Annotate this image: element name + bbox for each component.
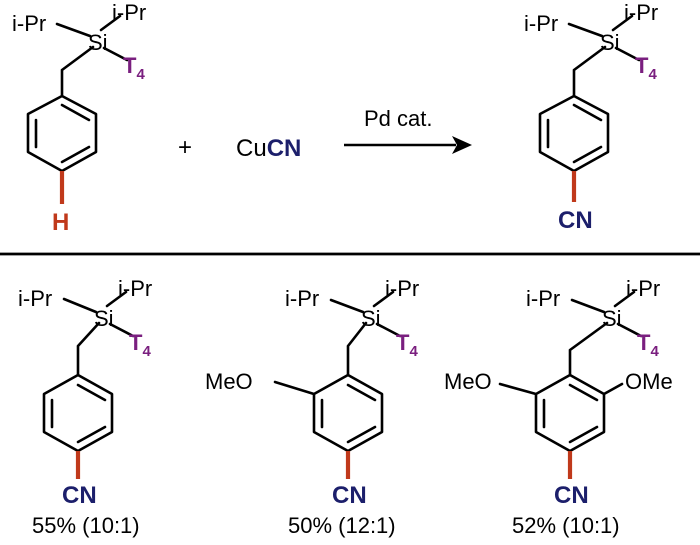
substrate-tether: T4	[123, 53, 145, 83]
example-1-ipr-left: i-Pr	[18, 286, 52, 311]
example-1-cn: CN	[62, 482, 97, 509]
example-3-bonds	[498, 290, 643, 453]
substrate-para-h: H	[52, 209, 69, 236]
substrate-ipr-left: i-Pr	[12, 11, 46, 36]
product-bonds	[538, 14, 641, 173]
example-2-bonds	[273, 290, 402, 453]
example-2-si: Si	[361, 306, 381, 331]
example-2-tether-main: T	[396, 330, 410, 355]
example-3-yield: 52% (10:1)	[512, 513, 620, 538]
substrate-molecule: i-Pr i-Pr Si T4 H	[12, 0, 146, 236]
example-1-tether: T4	[129, 330, 151, 360]
product-si: Si	[600, 30, 620, 55]
product-ipr-left: i-Pr	[524, 11, 558, 36]
substrate-tether-main: T	[123, 53, 137, 78]
example-2-cn: CN	[332, 482, 367, 509]
example-2-meo: MeO	[205, 369, 253, 394]
reagent-cucn: CuCN	[236, 135, 301, 162]
example-3-meo: MeO	[444, 369, 492, 394]
product-tether: T4	[635, 53, 657, 83]
reaction-arrow	[344, 136, 472, 154]
example-2-tether: T4	[396, 330, 418, 360]
example-3-tether-sub: 4	[650, 343, 659, 360]
example-2-ipr-right: i-Pr	[385, 276, 419, 301]
example-3-tether: T4	[637, 330, 659, 360]
substrate-ipr-right: i-Pr	[112, 0, 146, 25]
example-2: i-Pr i-Pr Si T4 MeO CN 50% (12:1)	[205, 276, 419, 538]
example-2-tether-sub: 4	[409, 343, 418, 360]
product-tether-sub: 4	[648, 66, 657, 83]
substrate-bonds	[26, 14, 129, 173]
arrow-label: Pd cat.	[364, 106, 432, 131]
example-3-ome: OMe	[625, 369, 673, 394]
product-ipr-right: i-Pr	[624, 0, 658, 25]
example-3-ipr-left: i-Pr	[526, 286, 560, 311]
product-molecule: i-Pr i-Pr Si T4 CN	[524, 0, 658, 234]
example-3-ipr-right: i-Pr	[626, 276, 660, 301]
example-2-yield: 50% (12:1)	[288, 513, 396, 538]
example-1-si: Si	[94, 306, 114, 331]
plus-sign: +	[178, 134, 192, 161]
product-tether-main: T	[635, 53, 649, 78]
example-3-cn: CN	[554, 482, 589, 509]
reagent-cu: Cu	[236, 135, 267, 162]
reagent-cn: CN	[267, 135, 302, 162]
example-2-ipr-left: i-Pr	[285, 286, 319, 311]
example-1-bonds	[42, 290, 135, 453]
example-3-si: Si	[602, 306, 622, 331]
substrate-si: Si	[88, 30, 108, 55]
example-1-tether-sub: 4	[142, 343, 151, 360]
product-cn: CN	[558, 207, 593, 234]
example-3-tether-main: T	[637, 330, 651, 355]
example-3: i-Pr i-Pr Si T4 MeO OMe CN 52% (10:1)	[444, 276, 673, 538]
substrate-tether-sub: 4	[136, 66, 145, 83]
example-1-yield: 55% (10:1)	[32, 513, 140, 538]
example-1-tether-main: T	[129, 330, 143, 355]
example-1: i-Pr i-Pr Si T4 CN 55% (10:1)	[18, 276, 152, 538]
example-1-ipr-right: i-Pr	[118, 276, 152, 301]
